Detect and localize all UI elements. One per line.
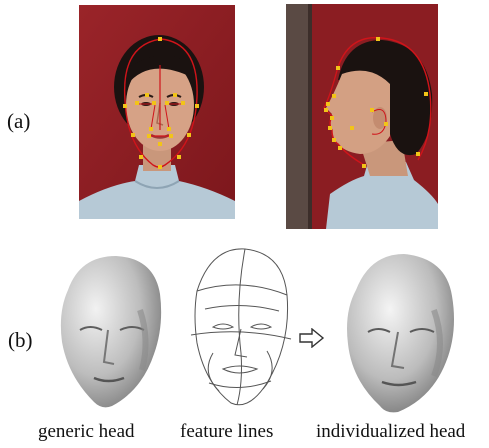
caption-generic-head: generic head xyxy=(38,422,135,441)
panel-label-b: (b) xyxy=(8,330,33,351)
side-face-photo xyxy=(286,4,438,229)
panel-label-a: (a) xyxy=(7,111,30,132)
hollow-right-arrow-icon xyxy=(299,328,325,348)
caption-feature-lines: feature lines xyxy=(180,422,273,441)
generic-head-mesh xyxy=(50,250,170,410)
individualized-head-mesh xyxy=(334,250,464,415)
caption-individualized-head: individualized head xyxy=(316,422,465,441)
front-face-photo xyxy=(79,5,235,219)
feature-lines-drawing xyxy=(183,243,293,413)
